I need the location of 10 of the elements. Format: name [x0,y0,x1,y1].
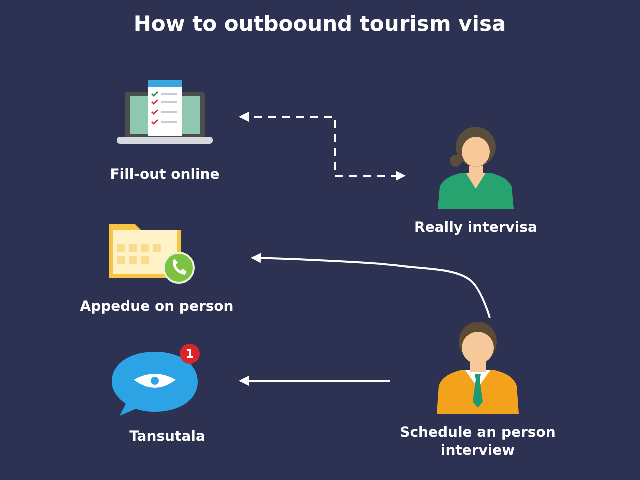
step-label: Really intervisa [414,219,538,237]
notification-badge: 1 [180,344,200,364]
title: How to outboound tourism visa [132,12,508,36]
arrow [239,112,406,181]
step-label: Appedue on person [79,298,235,316]
step-label: Fill-out online [109,166,221,184]
arrow [239,376,390,386]
step-label: Tansutala [128,428,206,446]
arrow [251,253,491,318]
step-label: Schedule an person interview [399,424,557,460]
